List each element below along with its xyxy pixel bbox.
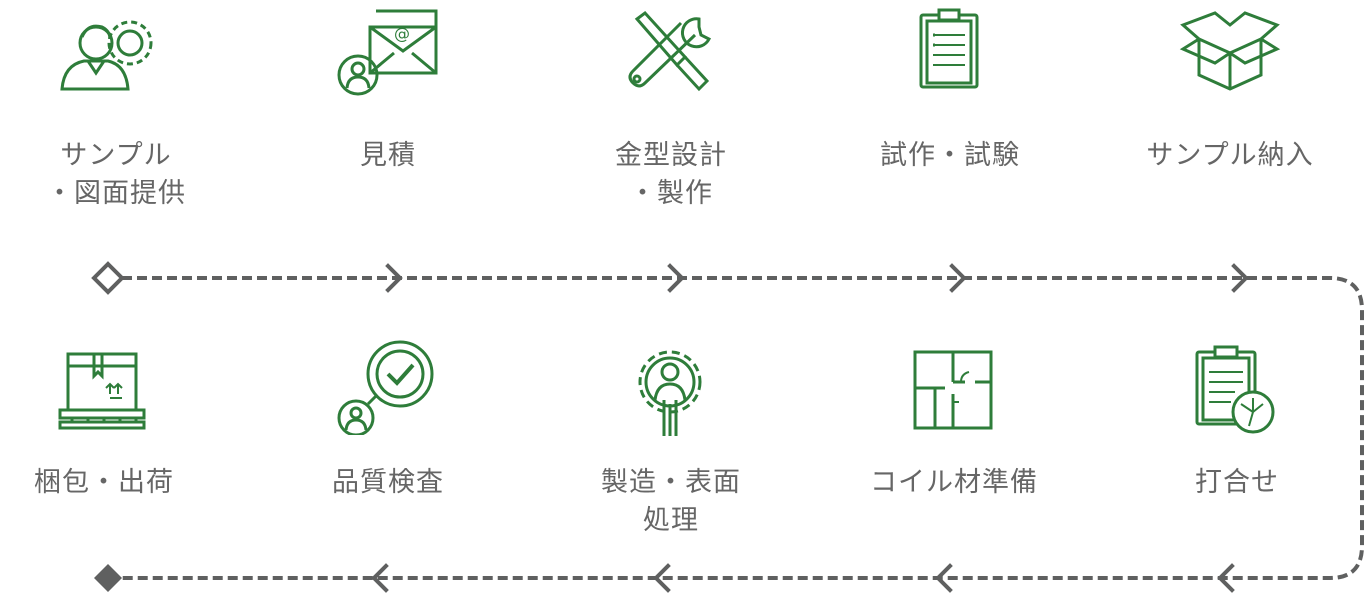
end-diamond-icon bbox=[94, 564, 122, 592]
email-person-icon: @ bbox=[332, 5, 442, 100]
svg-text:@: @ bbox=[394, 24, 410, 43]
step-label-line: ・図面提供 bbox=[46, 178, 186, 209]
tools-icon bbox=[615, 5, 725, 100]
step-label-prototype-test: 試作・試験 bbox=[840, 137, 1060, 175]
step-label-manufacturing-surface: 製造・表面 処理 bbox=[561, 464, 781, 540]
check-person-icon bbox=[332, 340, 442, 435]
step-label-estimate: 見積 bbox=[278, 137, 498, 175]
step-label-quality-inspection: 品質検査 bbox=[278, 464, 498, 502]
box-icon bbox=[1175, 5, 1285, 100]
step-label-line: 金型設計 bbox=[615, 140, 727, 171]
start-diamond-icon bbox=[91, 261, 125, 295]
step-label-sample-drawing: サンプル ・図面提供 bbox=[6, 137, 226, 213]
step-label-line: サンプル bbox=[60, 140, 172, 171]
chevron-left-icon bbox=[1217, 563, 1235, 593]
step-label-sample-delivery: サンプル納入 bbox=[1120, 137, 1340, 175]
step-label-line: 製造・表面 bbox=[601, 467, 741, 498]
chevron-right-icon bbox=[949, 263, 967, 293]
chevron-right-icon bbox=[385, 263, 403, 293]
step-label-line: 処理 bbox=[643, 505, 699, 536]
chevron-left-icon bbox=[935, 563, 953, 593]
chevron-left-icon bbox=[653, 563, 671, 593]
floorplan-icon bbox=[895, 342, 1005, 437]
chevron-right-icon bbox=[667, 263, 685, 293]
step-label-line: 梱包・出荷 bbox=[34, 467, 174, 498]
step-label-line: 打合せ bbox=[1195, 467, 1279, 498]
clipboard-icon bbox=[895, 5, 1005, 100]
connector-top-line bbox=[122, 276, 1364, 580]
gear-person-icon bbox=[615, 342, 725, 437]
clipboard-clock-icon bbox=[1175, 342, 1285, 437]
step-label-meeting: 打合せ bbox=[1127, 464, 1347, 502]
step-label-line: サンプル納入 bbox=[1146, 140, 1314, 171]
step-label-mold-design: 金型設計 ・製作 bbox=[561, 137, 781, 213]
step-label-line: 見積 bbox=[360, 140, 416, 171]
user-gear-icon bbox=[52, 5, 162, 100]
step-label-line: ・製作 bbox=[629, 178, 713, 209]
step-label-line: 品質検査 bbox=[332, 467, 444, 498]
step-label-line: 試作・試験 bbox=[880, 140, 1020, 171]
chevron-left-icon bbox=[371, 563, 389, 593]
pallet-box-icon bbox=[48, 342, 158, 437]
step-label-packing-shipping: 梱包・出荷 bbox=[0, 464, 214, 502]
chevron-right-icon bbox=[1231, 263, 1249, 293]
step-label-coil-preparation: コイル材準備 bbox=[844, 464, 1064, 502]
step-label-line: コイル材準備 bbox=[870, 467, 1038, 498]
